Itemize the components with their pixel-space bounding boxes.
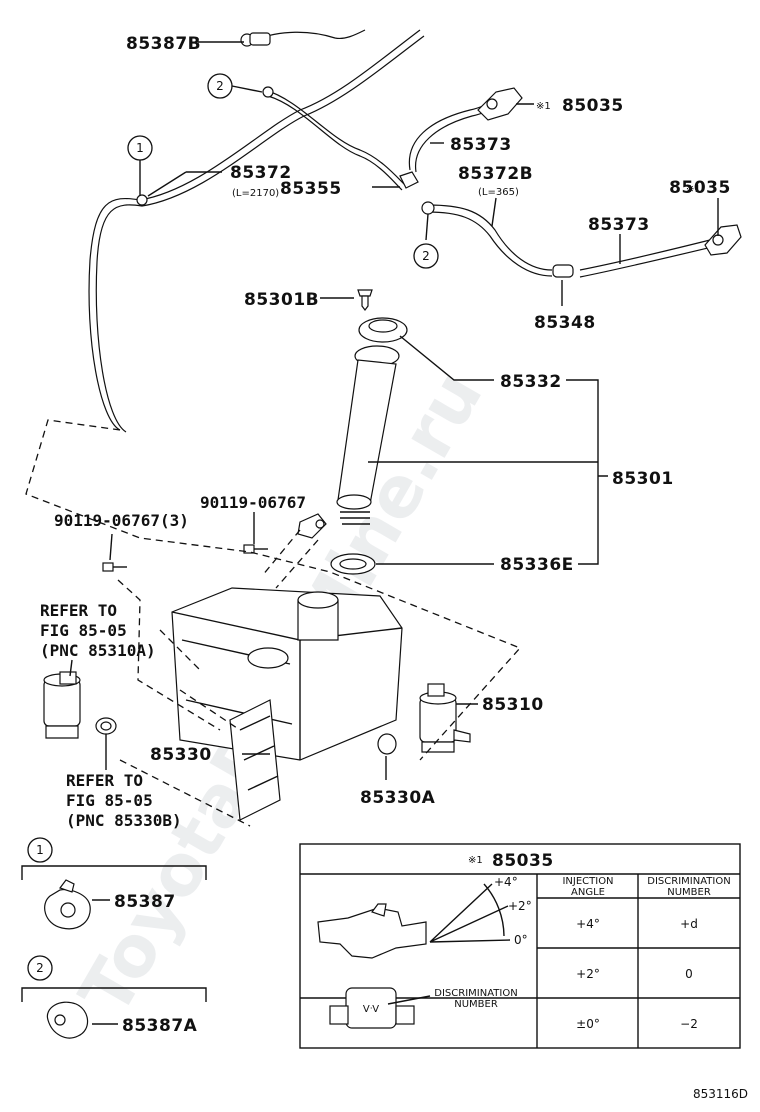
nozzle-side-view <box>317 903 427 959</box>
label-refer2-line3: (PNC 85330B) <box>66 811 182 830</box>
svg-text:0°: 0° <box>514 933 528 947</box>
connector-85387B <box>249 32 271 46</box>
table-col1-line1: INJECTION <box>562 876 613 887</box>
hose-85387B-branch <box>254 29 406 191</box>
nozzle-85035-top <box>477 87 523 121</box>
label-85035-top: 85035 <box>562 96 624 116</box>
label-85332: 85332 <box>500 372 562 392</box>
dashed-outline-upper <box>25 419 522 761</box>
label-85330A: 85330A <box>360 788 436 808</box>
clamp-2-mid <box>421 201 435 215</box>
marker-2-mid: 2 <box>413 243 439 269</box>
label-85372: 85372 <box>230 163 292 183</box>
injection-angle-fan: +4° +2° 0° <box>429 875 532 947</box>
detail-2: 2 85387A <box>21 955 207 1039</box>
marker-2-top: 2 <box>207 73 233 99</box>
svg-text:VᐧV: VᐧV <box>363 1004 379 1015</box>
clamp-1 <box>136 194 148 206</box>
bolt-90119-left <box>102 562 127 572</box>
clamp-85387 <box>44 879 91 930</box>
disc-label-line2: NUMBER <box>454 999 498 1010</box>
pump-85310 <box>419 683 471 753</box>
clip-85301B <box>357 289 373 311</box>
bracket-85301 <box>368 379 608 565</box>
hose-85372B <box>427 204 553 277</box>
table-col2-line1: DISCRIMINATION <box>647 876 730 887</box>
label-85336E: 85336E <box>500 555 574 575</box>
nozzle-top-view: VᐧV <box>329 987 415 1029</box>
bolt-90119-mid <box>243 544 268 554</box>
label-85035-right-mark: ※1 <box>686 184 701 195</box>
clamp-85387A <box>46 1001 89 1039</box>
washer-tank-85330 <box>171 513 403 821</box>
label-refer2-line2: FIG 85-05 <box>66 791 153 810</box>
check-valve-85348 <box>552 264 574 278</box>
label-85301: 85301 <box>612 469 674 489</box>
leader-85372 <box>147 171 222 197</box>
figure-code: 853116D <box>693 1087 748 1101</box>
svg-text:1: 1 <box>36 843 44 857</box>
label-refer1-line3: (PNC 85310A) <box>40 641 156 660</box>
nozzle-85035-right <box>704 224 742 256</box>
hose-85373-right <box>579 239 713 278</box>
leader-2-mid <box>425 213 429 241</box>
label-85387B: 85387B <box>126 34 201 54</box>
label-85372B: 85372B <box>458 164 533 184</box>
label-85035-right: 85035 <box>669 178 731 198</box>
label-85387A: 85387A <box>122 1016 198 1036</box>
svg-text:+2°: +2° <box>508 899 532 913</box>
label-85373-top: 85373 <box>450 135 512 155</box>
svg-text:2: 2 <box>216 79 224 93</box>
pump-85310A <box>43 671 81 739</box>
clamp-2-top <box>262 86 274 98</box>
label-refer1-line2: FIG 85-05 <box>40 621 127 640</box>
svg-text:2: 2 <box>422 249 430 263</box>
grommet-85330B <box>95 717 117 735</box>
label-85035-top-mark: ※1 <box>536 101 551 112</box>
leader-bolt-left <box>109 533 113 561</box>
svg-text:2: 2 <box>36 961 44 975</box>
leader-2-top <box>231 85 263 93</box>
table-col1-line2: ANGLE <box>571 887 605 898</box>
grommet-85336E-inner <box>339 558 367 570</box>
dashed-outline-lower <box>117 579 251 827</box>
table-col2-line2: NUMBER <box>667 887 711 898</box>
inlet-85332 <box>354 317 408 367</box>
dashed-outline-tank <box>159 529 319 731</box>
svg-text:+4°: +4° <box>494 875 518 889</box>
label-refer2-line1: REFER TO <box>66 771 143 790</box>
row1-angle: +4° <box>576 917 600 931</box>
label-85301B: 85301B <box>244 290 319 310</box>
nozzle-table: ※1 85035 INJECTION ANGLE DISCRIMINATION … <box>299 843 741 1049</box>
label-85373-right: 85373 <box>588 215 650 235</box>
label-85330: 85330 <box>150 745 212 765</box>
row2-angle: +2° <box>576 967 600 981</box>
grommet-85330A <box>377 733 397 755</box>
label-85372-length: (L=2170) <box>232 188 279 199</box>
table-title: 85035 <box>492 851 554 871</box>
svg-text:1: 1 <box>136 141 144 155</box>
label-85310: 85310 <box>482 695 544 715</box>
disc-label-line1: DISCRIMINATION <box>434 988 517 999</box>
leader-85332 <box>399 335 494 381</box>
label-bolt-left: 90119-06767(3) <box>54 511 189 530</box>
filler-pipe-85301 <box>336 359 397 525</box>
label-85348: 85348 <box>534 313 596 333</box>
label-85372B-length: (L=365) <box>478 187 519 198</box>
leader-85310A <box>69 659 73 677</box>
row3-number: −2 <box>680 1017 698 1031</box>
row3-angle: ±0° <box>576 1017 600 1031</box>
marker-1-top: 1 <box>127 135 153 161</box>
label-85387: 85387 <box>114 892 176 912</box>
detail-1: 1 85387 <box>21 837 207 930</box>
row1-number: +d <box>680 917 698 931</box>
label-85355: 85355 <box>280 179 342 199</box>
joint-85355 <box>399 171 419 189</box>
row2-number: 0 <box>685 967 693 981</box>
label-refer1-line1: REFER TO <box>40 601 117 620</box>
leader-85372B <box>491 197 497 227</box>
table-title-mark: ※1 <box>468 855 483 866</box>
label-bolt-mid: 90119-06767 <box>200 493 306 512</box>
